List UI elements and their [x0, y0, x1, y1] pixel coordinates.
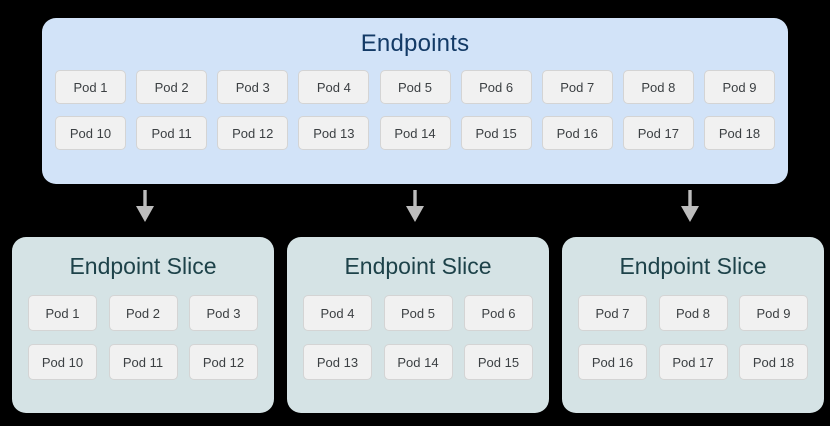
pod-chip[interactable]: Pod 8 — [658, 295, 728, 331]
pod-chip[interactable]: Pod 14 — [379, 116, 451, 150]
pod-chip[interactable]: Pod 12 — [189, 344, 258, 380]
pod-chip[interactable]: Pod 7 — [578, 295, 647, 331]
pod-chip[interactable]: Pod 13 — [298, 116, 370, 150]
endpoint-slice-panel-2: Endpoint Slice Pod 4 Pod 5 Pod 6 Pod 13 … — [287, 237, 549, 413]
down-arrow-icon — [136, 190, 154, 222]
endpoint-slice-pod-grid: Pod 4 Pod 5 Pod 6 Pod 13 Pod 14 Pod 15 — [303, 295, 533, 380]
pod-chip[interactable]: Pod 6 — [460, 70, 532, 104]
endpoint-slice-panel-1: Endpoint Slice Pod 1 Pod 2 Pod 3 Pod 10 … — [12, 237, 274, 413]
pod-chip[interactable]: Pod 16 — [541, 116, 613, 150]
down-arrow-icon — [406, 190, 424, 222]
pod-chip[interactable]: Pod 12 — [217, 116, 289, 150]
pod-chip[interactable]: Pod 17 — [658, 344, 728, 380]
pod-chip[interactable]: Pod 18 — [739, 344, 808, 380]
pod-chip[interactable]: Pod 6 — [464, 295, 533, 331]
pod-chip[interactable]: Pod 17 — [622, 116, 694, 150]
pod-chip[interactable]: Pod 2 — [136, 70, 208, 104]
endpoint-slice-pod-grid: Pod 1 Pod 2 Pod 3 Pod 10 Pod 11 Pod 12 — [28, 295, 258, 380]
endpoints-panel: Endpoints Pod 1 Pod 2 Pod 3 Pod 4 Pod 5 … — [42, 18, 788, 184]
pod-chip[interactable]: Pod 11 — [136, 116, 208, 150]
pod-chip[interactable]: Pod 11 — [108, 344, 178, 380]
endpoint-slice-pod-row: Pod 10 Pod 11 Pod 12 — [28, 344, 258, 380]
down-arrow-icon — [681, 190, 699, 222]
pod-chip[interactable]: Pod 16 — [578, 344, 647, 380]
endpoint-slice-pod-row: Pod 1 Pod 2 Pod 3 — [28, 295, 258, 331]
endpoint-slice-title: Endpoint Slice — [619, 253, 767, 279]
pod-chip[interactable]: Pod 3 — [189, 295, 258, 331]
endpoint-slice-pod-row: Pod 7 Pod 8 Pod 9 — [578, 295, 808, 331]
endpoint-slice-pod-row: Pod 4 Pod 5 Pod 6 — [303, 295, 533, 331]
endpoint-slice-panel-3: Endpoint Slice Pod 7 Pod 8 Pod 9 Pod 16 … — [562, 237, 824, 413]
endpoint-slice-pod-row: Pod 13 Pod 14 Pod 15 — [303, 344, 533, 380]
pod-chip[interactable]: Pod 10 — [55, 116, 126, 150]
pod-chip[interactable]: Pod 7 — [541, 70, 613, 104]
pod-chip[interactable]: Pod 5 — [383, 295, 453, 331]
endpoint-slice-pod-row: Pod 16 Pod 17 Pod 18 — [578, 344, 808, 380]
endpoints-pod-row: Pod 10 Pod 11 Pod 12 Pod 13 Pod 14 Pod 1… — [55, 116, 775, 150]
pod-chip[interactable]: Pod 14 — [383, 344, 453, 380]
pod-chip[interactable]: Pod 2 — [108, 295, 178, 331]
endpoints-title: Endpoints — [360, 30, 470, 57]
pod-chip[interactable]: Pod 10 — [28, 344, 97, 380]
endpoints-pod-grid: Pod 1 Pod 2 Pod 3 Pod 4 Pod 5 Pod 6 Pod … — [55, 70, 775, 150]
pod-chip[interactable]: Pod 13 — [303, 344, 372, 380]
pod-chip[interactable]: Pod 1 — [28, 295, 97, 331]
pod-chip[interactable]: Pod 9 — [704, 70, 775, 104]
pod-chip[interactable]: Pod 3 — [217, 70, 289, 104]
pod-chip[interactable]: Pod 15 — [464, 344, 533, 380]
pod-chip[interactable]: Pod 15 — [460, 116, 532, 150]
pod-chip[interactable]: Pod 1 — [55, 70, 126, 104]
pod-chip[interactable]: Pod 8 — [622, 70, 694, 104]
pod-chip[interactable]: Pod 5 — [379, 70, 451, 104]
pod-chip[interactable]: Pod 4 — [303, 295, 372, 331]
pod-chip[interactable]: Pod 4 — [298, 70, 370, 104]
endpoint-slice-title: Endpoint Slice — [69, 253, 217, 279]
pod-chip[interactable]: Pod 9 — [739, 295, 808, 331]
endpoint-slice-title: Endpoint Slice — [344, 253, 492, 279]
endpoint-slice-pod-grid: Pod 7 Pod 8 Pod 9 Pod 16 Pod 17 Pod 18 — [578, 295, 808, 380]
pod-chip[interactable]: Pod 18 — [704, 116, 775, 150]
endpoints-pod-row: Pod 1 Pod 2 Pod 3 Pod 4 Pod 5 Pod 6 Pod … — [55, 70, 775, 104]
